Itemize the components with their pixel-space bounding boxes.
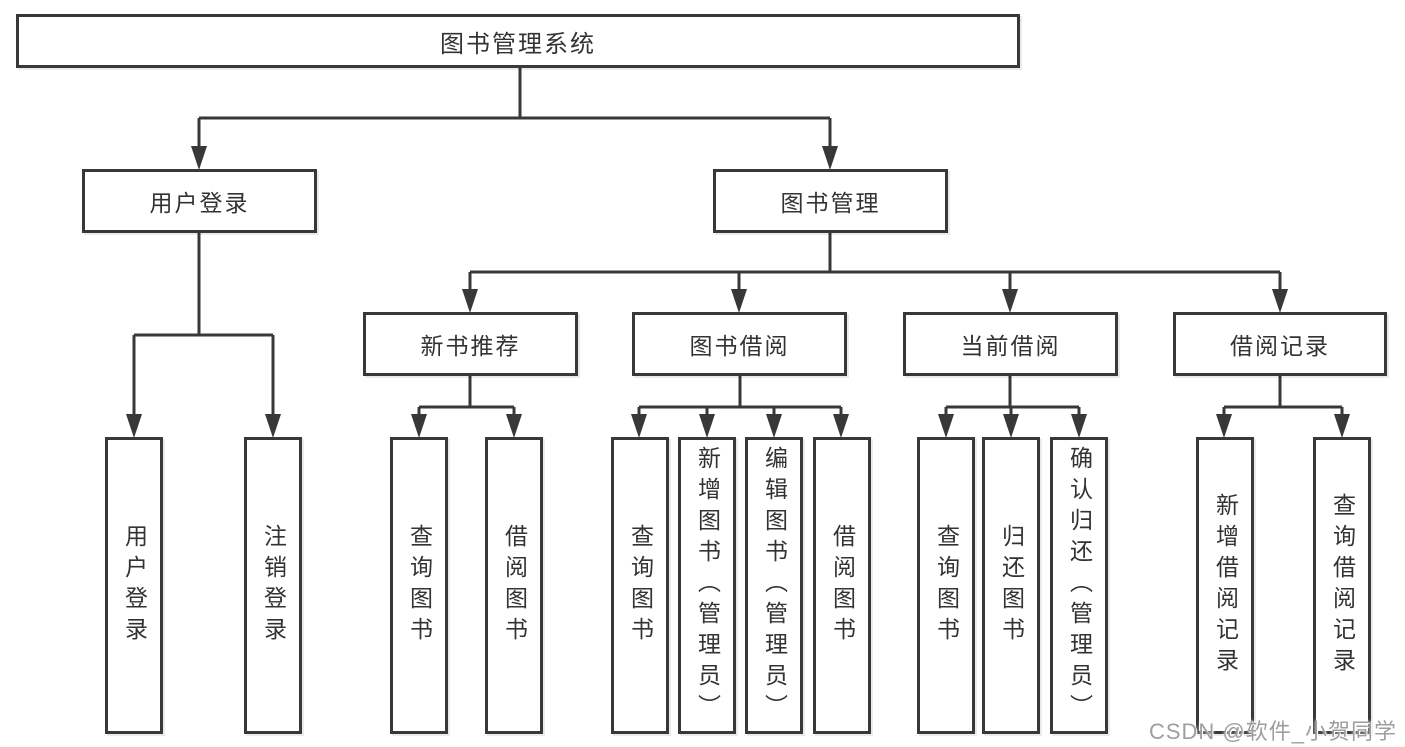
node-book-borrowing-label: 图书借阅 — [689, 333, 790, 359]
leaf-return-books: 归还图书 — [982, 437, 1040, 734]
leaf-query-books-borrowing: 查询图书 — [611, 437, 669, 734]
node-book-management-label: 图书管理 — [780, 190, 881, 216]
leaf-query-books-current-label: 查询图书 — [933, 523, 960, 648]
leaf-borrow-books-borrowing-label: 借阅图书 — [829, 523, 856, 648]
leaf-edit-books-admin: 编辑图书（管理员） — [745, 437, 803, 734]
node-book-management: 图书管理 — [713, 169, 948, 233]
leaf-confirm-return-admin: 确认归还（管理员） — [1050, 437, 1108, 734]
leaf-query-borrow-record: 查询借阅记录 — [1313, 437, 1371, 734]
leaf-add-books-admin-label: 新增图书（管理员） — [694, 446, 721, 725]
connector-current-borrowing-to-leaves — [938, 376, 1087, 438]
leaf-query-borrow-record-label: 查询借阅记录 — [1329, 492, 1356, 679]
node-library-system-label: 图书管理系统 — [440, 30, 596, 58]
connector-new-book-recommend-to-leaves — [411, 376, 522, 438]
node-borrow-records: 借阅记录 — [1173, 312, 1387, 376]
leaf-user-login-label: 用户登录 — [121, 523, 148, 648]
leaf-query-books-current: 查询图书 — [917, 437, 975, 734]
node-user-login-label: 用户登录 — [149, 190, 250, 216]
leaf-borrow-books-recommend: 借阅图书 — [485, 437, 543, 734]
node-new-book-recommend: 新书推荐 — [363, 312, 578, 376]
connector-user-login-to-leaves — [126, 233, 281, 438]
leaf-query-books-recommend: 查询图书 — [390, 437, 448, 734]
leaf-logout-label: 注销登录 — [260, 523, 287, 648]
leaf-borrow-books-borrowing: 借阅图书 — [813, 437, 871, 734]
leaf-query-books-recommend-label: 查询图书 — [406, 523, 433, 648]
leaf-edit-books-admin-label: 编辑图书（管理员） — [761, 446, 788, 725]
leaf-user-login: 用户登录 — [105, 437, 163, 734]
connector-borrow-records-to-leaves — [1216, 376, 1350, 438]
connector-root-to-level1 — [191, 68, 838, 170]
node-library-system: 图书管理系统 — [16, 14, 1020, 68]
leaf-confirm-return-admin-label: 确认归还（管理员） — [1066, 446, 1093, 725]
connector-book-management-to-level2 — [462, 233, 1288, 313]
connector-book-borrowing-to-leaves — [631, 376, 849, 438]
node-current-borrowing-label: 当前借阅 — [960, 333, 1061, 359]
leaf-return-books-label: 归还图书 — [998, 523, 1025, 648]
node-new-book-recommend-label: 新书推荐 — [420, 333, 521, 359]
leaf-query-books-borrowing-label: 查询图书 — [627, 523, 654, 648]
leaf-add-books-admin: 新增图书（管理员） — [678, 437, 736, 734]
leaf-logout: 注销登录 — [244, 437, 302, 734]
node-borrow-records-label: 借阅记录 — [1230, 333, 1330, 359]
node-current-borrowing: 当前借阅 — [903, 312, 1118, 376]
node-book-borrowing: 图书借阅 — [632, 312, 847, 376]
leaf-borrow-books-recommend-label: 借阅图书 — [501, 523, 528, 648]
csdn-watermark: CSDN @软件_小贺同学 — [1148, 719, 1397, 744]
node-user-login: 用户登录 — [82, 169, 317, 233]
leaf-add-borrow-record: 新增借阅记录 — [1196, 437, 1254, 734]
leaf-add-borrow-record-label: 新增借阅记录 — [1212, 492, 1239, 679]
